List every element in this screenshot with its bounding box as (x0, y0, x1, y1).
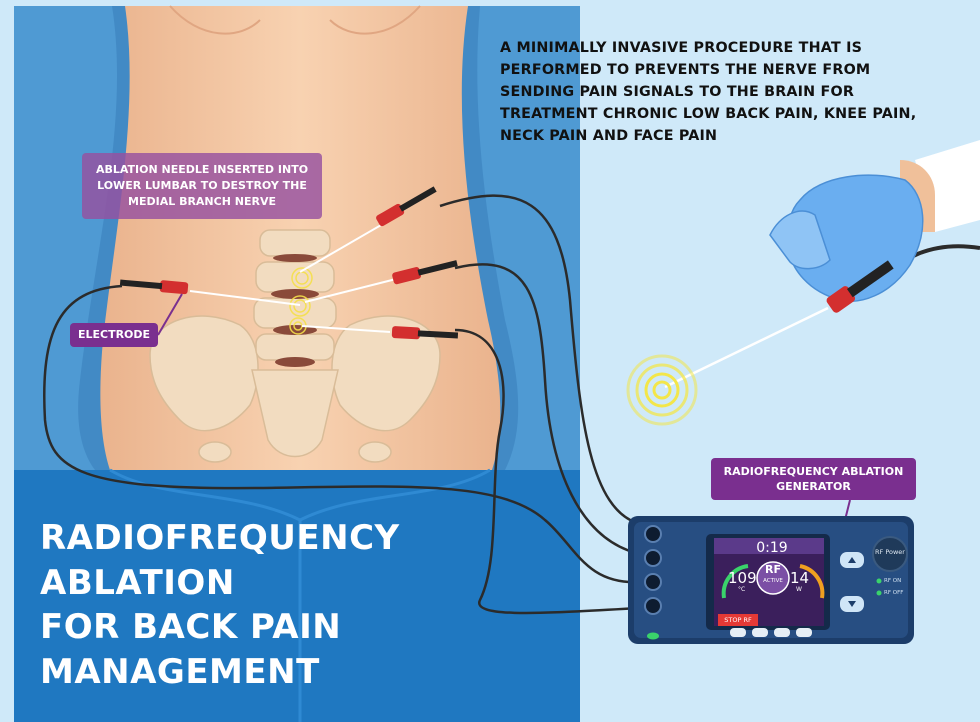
electrode-callout-pointer (157, 293, 183, 336)
pelvis-bones (149, 315, 441, 463)
needle-callout-text: ABLATION NEEDLE INSERTED INTO LOWER LUMB… (95, 163, 309, 208)
title-line: ABLATION (40, 562, 235, 603)
generator-callout: RADIOFREQUENCY ABLATION GENERATOR (711, 458, 916, 500)
electrode-callout: ELECTRODE (70, 323, 158, 347)
surgical-drape (14, 470, 580, 722)
main-title: RADIOFREQUENCY ABLATION FOR BACK PAIN MA… (40, 516, 420, 694)
rf-power-button: RF Power (872, 536, 908, 572)
rf-generator (628, 516, 914, 644)
rf-on-label: RF ON (884, 578, 902, 584)
title-line: MANAGEMENT (40, 651, 320, 692)
needle-callout: ABLATION NEEDLE INSERTED INTO LOWER LUMB… (82, 153, 322, 219)
generator-ports (644, 525, 662, 615)
shoulder-line (329, 5, 421, 35)
shoulder-line (169, 5, 261, 35)
procedure-description: A MINIMALLY INVASIVE PROCEDURE THAT IS P… (500, 40, 917, 144)
electrode-handles (119, 186, 459, 340)
screen-temperature-unit: °C (738, 586, 746, 593)
target-glow (626, 354, 698, 426)
electrode-cables (43, 194, 641, 615)
screen-temperature: 109 (728, 569, 757, 587)
stop-rf-button: STOP RF (718, 614, 758, 626)
screen-rf-label: RF (765, 563, 781, 576)
lumbar-spine (253, 229, 337, 361)
screen-timer: 0:19 (756, 540, 788, 556)
screen-power: 14 (790, 569, 810, 587)
title-line: FOR BACK PAIN (40, 607, 342, 647)
ablation-needles (189, 220, 397, 333)
title-line: RADIOFREQUENCY (40, 518, 400, 558)
hand-with-probe (664, 140, 980, 389)
screen-power-unit: W (796, 586, 802, 593)
rf-off-label: RF OFF (884, 590, 904, 596)
screen-active-label: ACTIVE (763, 578, 783, 584)
intervertebral-discs (271, 254, 319, 367)
